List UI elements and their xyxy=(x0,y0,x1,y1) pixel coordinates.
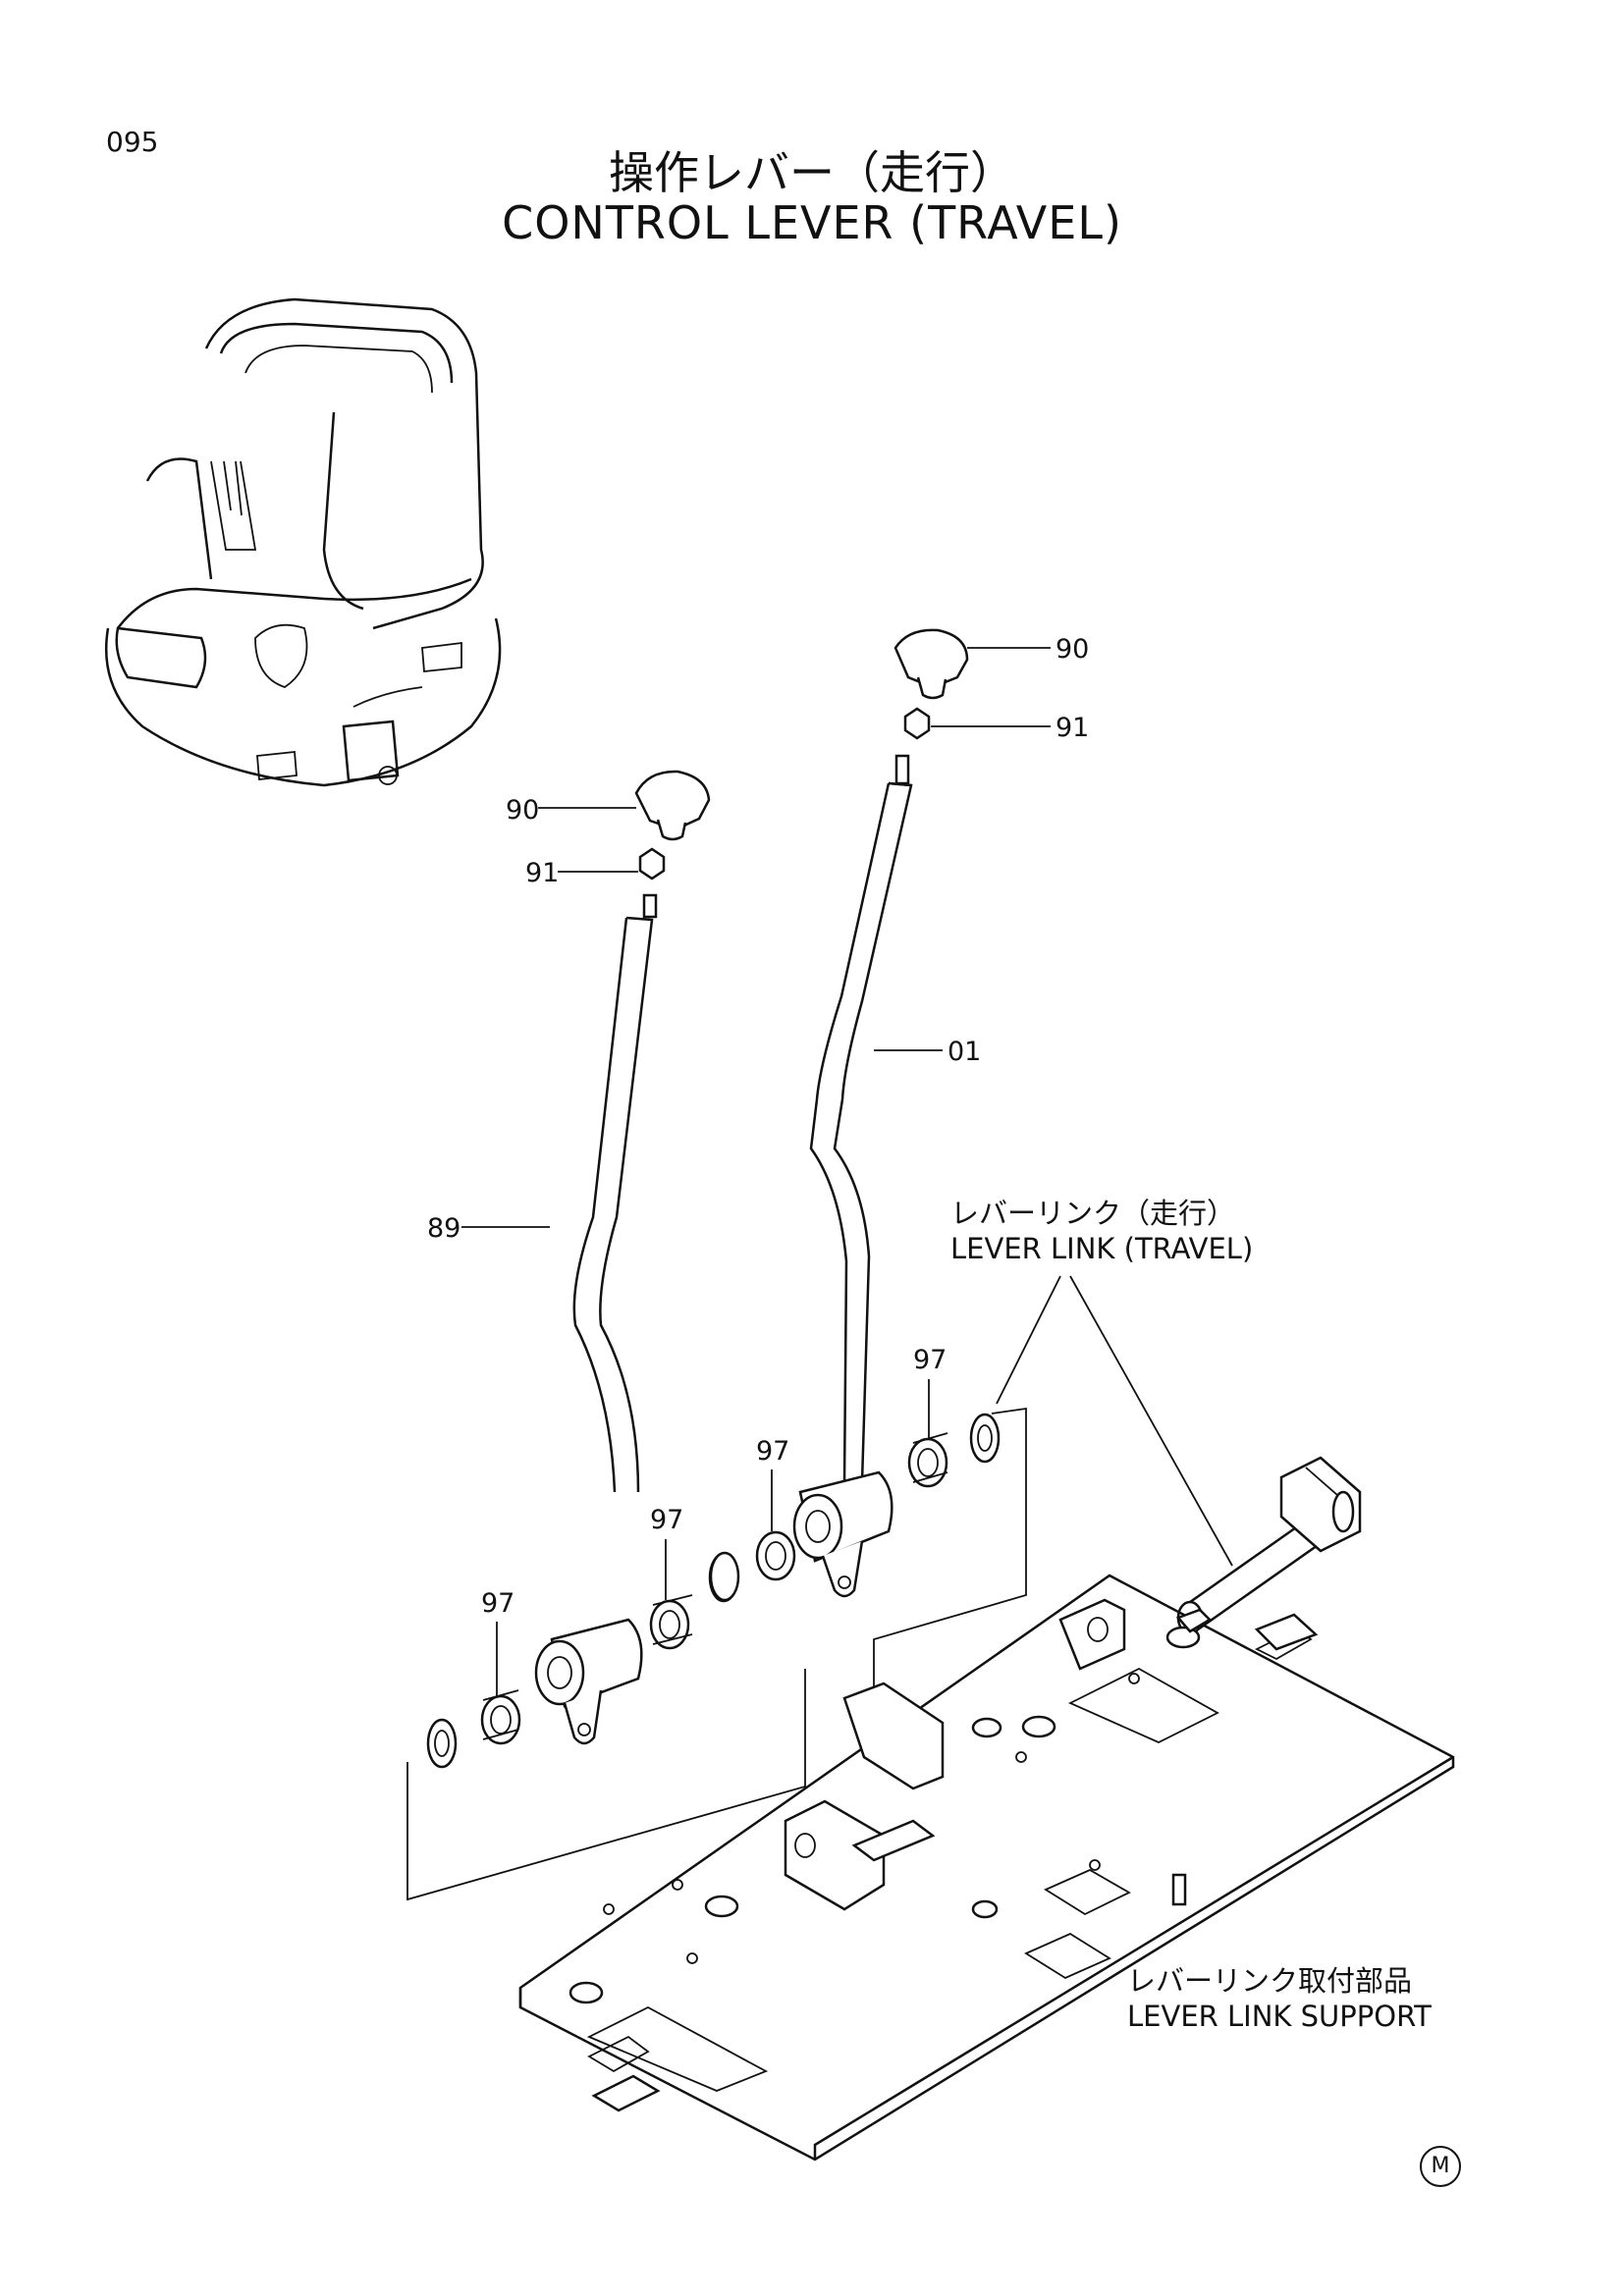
assembly-bracket-lines xyxy=(406,1407,1027,1901)
manufacturer-mark: M xyxy=(1420,2146,1461,2187)
lever-link-shaft xyxy=(1176,1456,1362,1635)
callout-lever-link-en: LEVER LINK (TRAVEL) xyxy=(950,1232,1254,1266)
callout-leaders xyxy=(996,1275,1233,1567)
right-travel-lever-assembly xyxy=(708,628,1051,1603)
part-label-bushing-2: 97 xyxy=(756,1436,790,1467)
callout-lever-link-support: レバーリンク取付部品 LEVER LINK SUPPORT xyxy=(1127,1963,1432,2035)
part-label-nut-right: 91 xyxy=(1056,713,1090,743)
lever-link-support-plate xyxy=(518,1574,1455,2162)
part-label-bushing-3: 97 xyxy=(650,1505,684,1535)
part-label-nut-left: 91 xyxy=(525,858,560,888)
part-label-lever-right: 01 xyxy=(947,1037,982,1067)
bushing-leader-lines xyxy=(496,1379,930,1696)
callout-lever-link: レバーリンク（走行） LEVER LINK (TRAVEL) xyxy=(950,1196,1253,1267)
title-japanese: 操作レバー（走行） xyxy=(609,146,1015,199)
part-label-bushing-1: 97 xyxy=(913,1345,947,1375)
part-label-bushing-4: 97 xyxy=(481,1588,515,1619)
callout-lever-link-jp: レバーリンク（走行） xyxy=(950,1197,1236,1230)
part-label-knob-left: 90 xyxy=(506,795,540,826)
page-number: 095 xyxy=(106,126,159,158)
title-english: CONTROL LEVER (TRAVEL) xyxy=(502,196,1122,249)
callout-support-jp: レバーリンク取付部品 xyxy=(1127,1964,1413,1998)
part-label-lever-left: 89 xyxy=(427,1213,461,1244)
left-travel-lever-assembly xyxy=(426,770,740,1769)
callout-support-en: LEVER LINK SUPPORT xyxy=(1127,2000,1432,2034)
part-label-knob-right: 90 xyxy=(1056,634,1090,665)
excavator-cab-illustration xyxy=(104,297,502,787)
